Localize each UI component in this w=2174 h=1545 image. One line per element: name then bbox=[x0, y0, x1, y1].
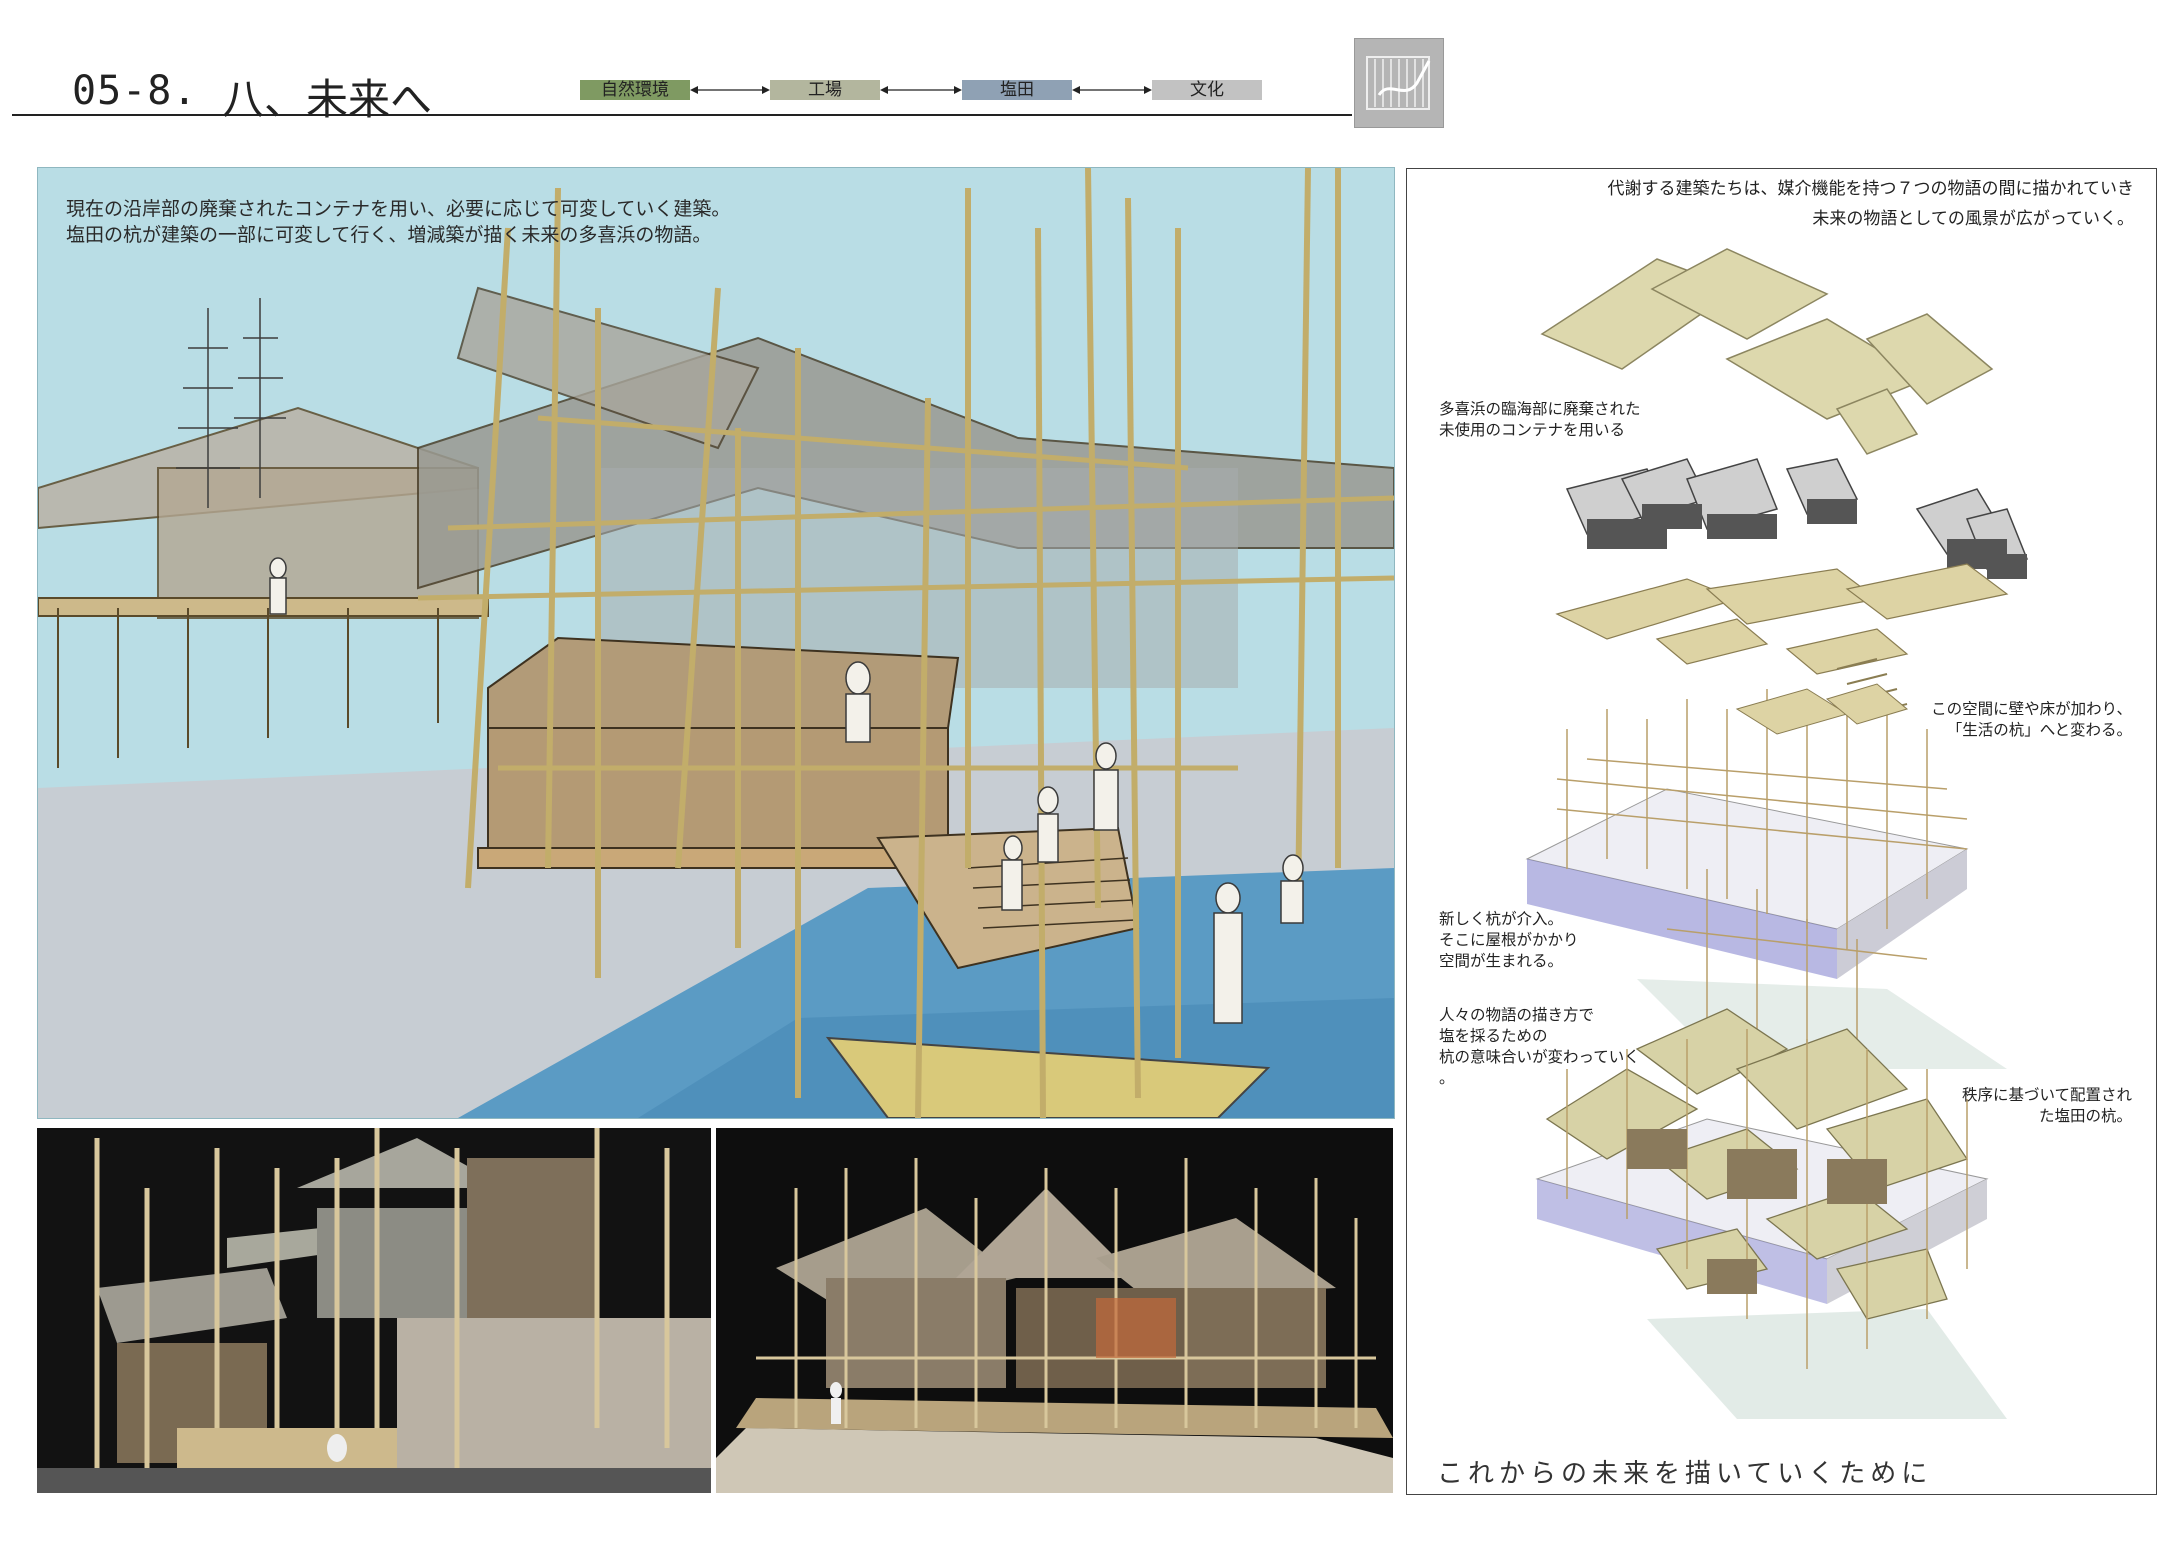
exploded-axonometric-drawing bbox=[1525, 248, 2029, 1419]
note-new-piles-line-3: 空間が生まれる。 bbox=[1439, 952, 1564, 970]
sketch-caption-line-2: 塩田の杭が建築の一部に可変して行く、増減築が描く未来の多喜浜の物語。 bbox=[66, 224, 712, 246]
double-arrow-icon bbox=[880, 80, 962, 100]
double-arrow-icon bbox=[690, 80, 770, 100]
section-title: 八、未来へ bbox=[222, 75, 433, 124]
logo-icon bbox=[1354, 38, 1444, 128]
note-new-piles-line-2: そこに屋根がかかり bbox=[1439, 931, 1579, 949]
note-living-piles-line-2: 「生活の杭」へと変わる。 bbox=[1946, 721, 2132, 739]
model-photo-closeup bbox=[37, 1128, 711, 1493]
note-living-piles-line-1: この空間に壁や床が加わり、 bbox=[1931, 700, 2132, 718]
note-containers-line-1: 多喜浜の臨海部に廃棄された bbox=[1439, 400, 1641, 418]
header-rule bbox=[12, 114, 1352, 116]
diagram-intro-line-2: 未来の物語としての風景が広がっていく。 bbox=[1812, 209, 2134, 229]
sketch-illustration bbox=[38, 168, 1394, 1118]
note-order-line-2: た塩田の杭。 bbox=[2038, 1107, 2132, 1125]
exploded-axonometric-panel: 代謝する建築たちは、媒介機能を持つ７つの物語の間に描かれていき 未来の物語として… bbox=[1406, 168, 2157, 1495]
closing-statement: これからの未来を描いていくために bbox=[1437, 1459, 1933, 1489]
note-meaning-line-2: 塩を採るための bbox=[1439, 1027, 1548, 1045]
note-meaning-line-3: 杭の意味合いが変わっていく bbox=[1439, 1048, 1640, 1066]
double-arrow-icon bbox=[1072, 80, 1152, 100]
diagram-intro-line-1: 代謝する建築たちは、媒介機能を持つ７つの物語の間に描かれていき bbox=[1607, 179, 2135, 199]
future-scene-sketch: 現在の沿岸部の廃棄されたコンテナを用い、必要に応じて可変していく建築。 塩田の杭… bbox=[37, 167, 1395, 1119]
section-number: 05-8. bbox=[72, 68, 198, 114]
note-new-piles-line-1: 新しく杭が介入。 bbox=[1439, 910, 1564, 928]
tag-salt-field: 塩田 bbox=[962, 80, 1072, 100]
tag-factory: 工場 bbox=[770, 80, 880, 100]
note-meaning-line-4: 。 bbox=[1439, 1069, 1455, 1087]
sketch-caption-line-1: 現在の沿岸部の廃棄されたコンテナを用い、必要に応じて可変していく建築。 bbox=[66, 198, 731, 220]
tag-culture: 文化 bbox=[1152, 80, 1262, 100]
model-photo-overview bbox=[716, 1128, 1393, 1493]
note-order-line-1: 秩序に基づいて配置され bbox=[1961, 1086, 2132, 1104]
note-containers-line-2: 未使用のコンテナを用いる bbox=[1439, 421, 1626, 439]
tag-nature: 自然環境 bbox=[580, 80, 690, 100]
note-meaning-line-1: 人々の物語の描き方で bbox=[1439, 1006, 1595, 1024]
